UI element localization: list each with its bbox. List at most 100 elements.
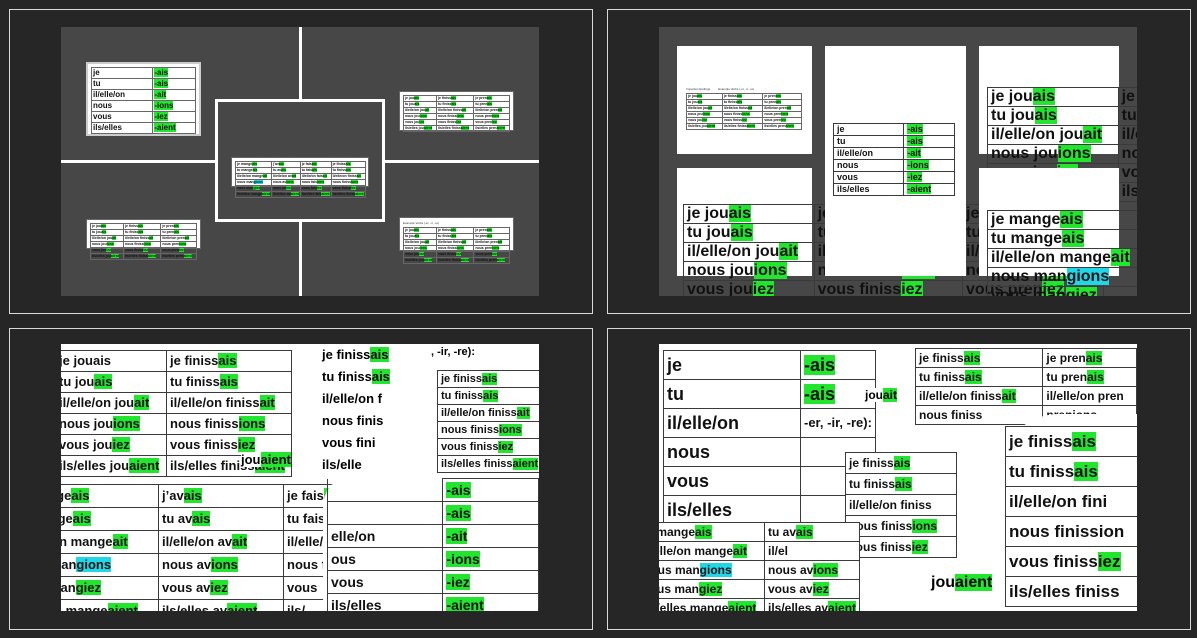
- verb-cell: ils/elles finissaient: [436, 125, 475, 132]
- verb-cell: tu mangeais: [986, 229, 1137, 249]
- shard-finir-large: je finissais tu finissais il/elle/on fin…: [999, 414, 1137, 611]
- verb-cell: ils/elles prenaient: [473, 125, 510, 132]
- card-center: je-ais tu-ais il/elle/on-ait nous-ions v…: [825, 46, 966, 276]
- slide-title: Imperfect Endings: [686, 87, 711, 91]
- endings-table: je-ais tu-ais il/elle/on-ait nous-ions v…: [90, 67, 196, 134]
- verb-cell: ils/elles avaient: [271, 191, 301, 198]
- slide-title: Example Verbs (-er, -ir, -re): [718, 87, 755, 91]
- fragment-jouaient-2: jouaient: [931, 574, 993, 592]
- verb-cell: je jouais: [987, 87, 1119, 107]
- shard-finir: je finissais tu finissais il/elle/on f n…: [316, 344, 434, 474]
- verb-cell: ils/elles prenaient: [762, 123, 802, 130]
- transition-slide-1: je-ais tu-ais il/elle/on-ait nous-ions v…: [61, 27, 539, 296]
- endings-table-large: je-ais tu-ais il/elle/on-er, -ir, -re): …: [663, 350, 876, 525]
- view-panel-1[interactable]: je-ais tu-ais il/elle/on-ait nous-ions v…: [9, 9, 593, 314]
- verb-cell: ils/elles jouaient: [686, 123, 723, 130]
- verb-cell: tu finissais: [1117, 106, 1137, 126]
- fragment-jouait: jouait: [865, 388, 898, 402]
- finir-cell: je finissais: [166, 350, 292, 372]
- verb-cell: nous jouions: [987, 144, 1119, 164]
- verb-cell: ils/elles faisaient: [299, 191, 332, 198]
- finir-table-large: je finissais tu finissais il/elle/on fin…: [1005, 426, 1137, 607]
- verb-cell: il/elle/on avait: [271, 173, 301, 180]
- verb-cell: tu jouais: [987, 106, 1119, 126]
- verb-cell: vous jouiez: [683, 280, 815, 296]
- verb-cell: tu jouais: [683, 223, 815, 243]
- verb-cell: vous finissiez: [813, 280, 964, 296]
- verb-cell: nous mangions: [986, 267, 1137, 287]
- fragment-jouaient: jouaient: [241, 452, 291, 467]
- verb-cell: il/elle/on mangeait: [234, 173, 273, 180]
- slide-title: Example Verbs (-er, -ir, -re): [403, 221, 440, 225]
- verb-cell: ils/elles finissaient: [330, 191, 366, 198]
- verb-cell: vous finissiez: [1117, 163, 1137, 183]
- verb-cell: ils/elles jouaient: [402, 257, 438, 264]
- verb-cell: il/elle/on finissait: [330, 173, 366, 180]
- verb-cell: vous mangiez: [986, 286, 1137, 296]
- endings-card: je-ais tu-ais il/elle/on-ait nous-ions v…: [86, 62, 201, 136]
- verb-cell: je mangeais: [986, 210, 1137, 230]
- shard-finir-right: je finissais tu finissais il/elle/on fin…: [436, 370, 539, 473]
- verb-cell: ils/elles finissaient: [123, 253, 162, 260]
- verb-cell: ils/elles mangeaient: [234, 191, 273, 198]
- verb-cell: nous finissions: [1117, 144, 1137, 164]
- view-panel-4[interactable]: je-ais tu-ais il/elle/on-er, -ir, -re): …: [607, 328, 1191, 630]
- verb-cell: il/elle/on jouait: [987, 125, 1119, 145]
- transition-slide-2: Imperfect Endings Example Verbs (-er, -i…: [659, 27, 1137, 296]
- finir-table-middle: je finissais tu finissais il/elle/on fin…: [845, 452, 957, 558]
- verb-cell: ils/elles jouaient: [402, 125, 438, 132]
- verb-cell: il/elle/on jouait: [683, 242, 815, 262]
- endings-table: je-ais tu-ais il/elle/on-ait nous-ions v…: [832, 123, 955, 196]
- verb-cell: je jouais: [683, 204, 815, 224]
- verb-cell: ils/elles prenaient: [473, 257, 510, 264]
- card-tl: Imperfect Endings Example Verbs (-er, -i…: [677, 46, 812, 154]
- verb-cell: il/elle/on faisait: [299, 173, 332, 180]
- verb-cell: ils/elles prenaient: [160, 253, 197, 260]
- view-panel-2[interactable]: Imperfect Endings Example Verbs (-er, -i…: [607, 9, 1191, 314]
- verb-cell: il/elle/on finissait: [1117, 125, 1137, 145]
- verb-cell: nous jouions: [683, 261, 815, 281]
- verb-cell: ils/elles finissaient: [721, 123, 764, 130]
